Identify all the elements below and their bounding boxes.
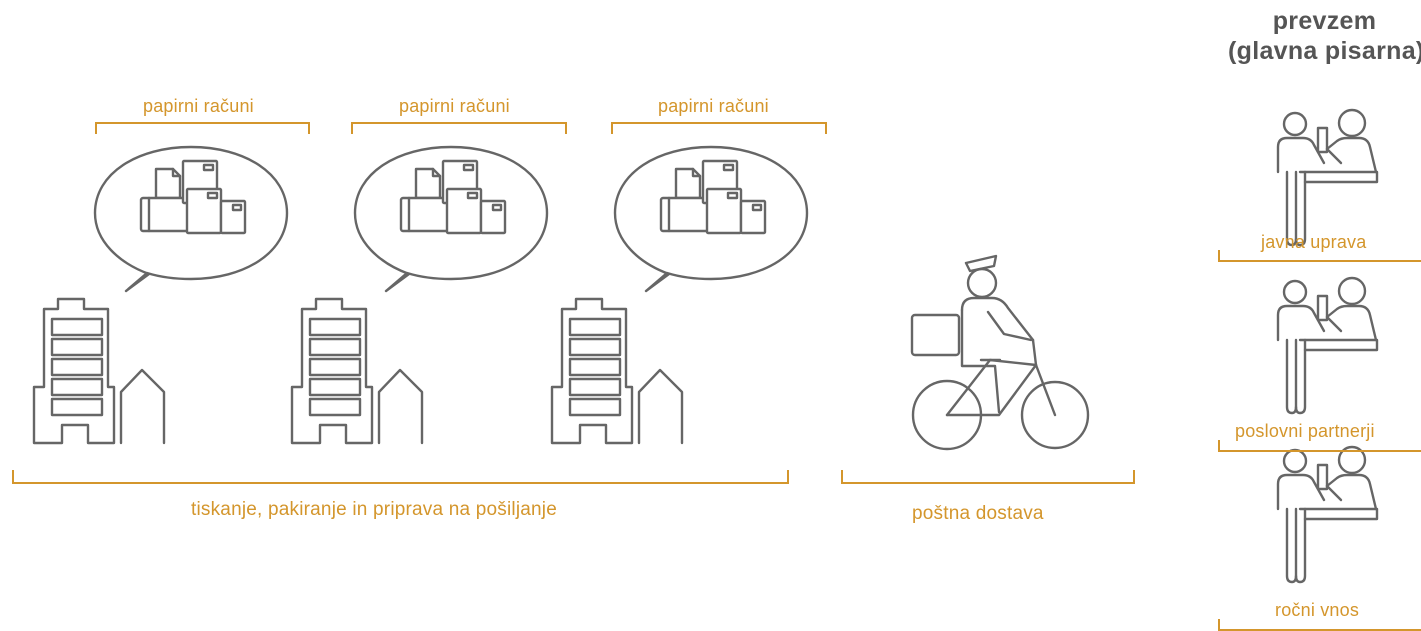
- receiver-bracket: [1218, 250, 1421, 262]
- receiver-label: poslovni partnerji: [1235, 421, 1375, 441]
- delivery-stage-label: poštna dostava: [912, 503, 1044, 524]
- receiver-bracket: [1218, 440, 1421, 452]
- stage-bracket: [841, 470, 1135, 484]
- printed-documents-icon: [355, 147, 547, 291]
- receiver-bracket: [1218, 619, 1421, 631]
- office-building-icon: [550, 297, 684, 445]
- reception-heading-line2: (glavna pisarna): [1228, 37, 1421, 65]
- reception-heading-line1: prevzem: [1272, 7, 1377, 35]
- reception-heading: prevzem (glavna pisarna): [1228, 6, 1421, 66]
- office-building-icon: [290, 297, 424, 445]
- receiver-label: javna uprava: [1261, 232, 1367, 252]
- printing-stage-label: tiskanje, pakiranje in priprava na pošil…: [191, 499, 557, 520]
- reception-desk-icon: [1276, 108, 1379, 247]
- reception-desk-icon: [1276, 445, 1379, 584]
- group-label: papirni računi: [658, 96, 769, 116]
- printed-documents-icon: [95, 147, 287, 291]
- office-building-icon: [32, 297, 166, 445]
- group-bracket: [95, 122, 310, 134]
- printed-documents-icon: [615, 147, 807, 291]
- group-bracket: [611, 122, 827, 134]
- postman-bicycle-icon: [910, 254, 1090, 451]
- stage-bracket: [12, 470, 789, 484]
- group-bracket: [351, 122, 567, 134]
- group-label: papirni računi: [143, 96, 254, 116]
- group-label: papirni računi: [399, 96, 510, 116]
- receiver-label: ročni vnos: [1275, 600, 1360, 620]
- reception-desk-icon: [1276, 276, 1379, 415]
